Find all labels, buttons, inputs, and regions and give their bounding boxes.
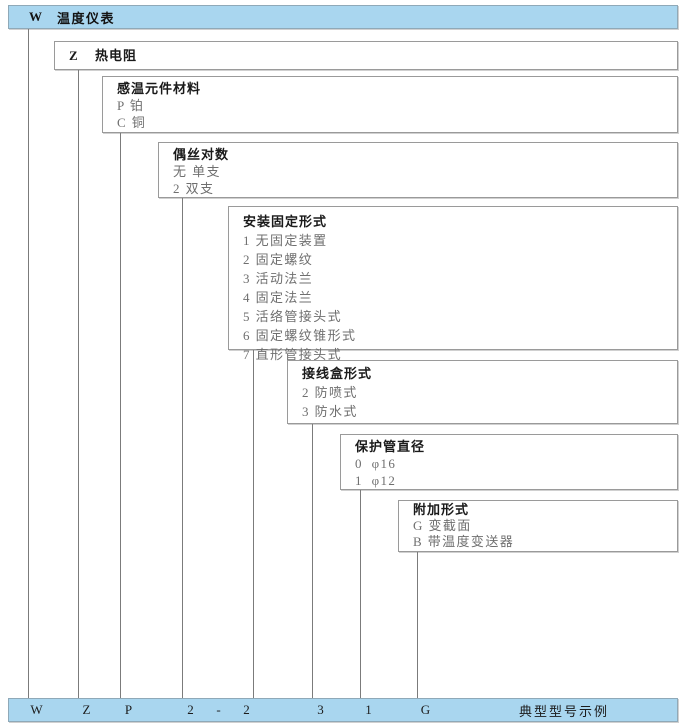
list-item: 3 活动法兰 (243, 269, 677, 288)
box-junction-box-type: 接线盒形式 2 防喷式 3 防水式 (287, 360, 678, 424)
list-item: 2 防喷式 (302, 383, 677, 402)
connector-line-pairs (182, 198, 183, 698)
footer-bar-example-model: W Z P 2 - 2 3 1 G 典型型号示例 (8, 698, 678, 722)
list-item: 4 固定法兰 (243, 288, 677, 307)
item-text: 活络管接头式 (255, 309, 342, 324)
box-junction-box-type-title: 接线盒形式 (302, 366, 373, 381)
item-code: 1 (243, 233, 251, 248)
box-wire-pairs-title: 偶丝对数 (173, 147, 230, 162)
item-code: C (117, 115, 128, 130)
item-code: P (117, 98, 126, 113)
box-mounting-type: 安装固定形式 1 无固定装置 2 固定螺纹 3 活动法兰 4 固定法兰 5 活络… (228, 206, 678, 362)
list-item: 7 直形管接头式 (243, 345, 677, 364)
connector-line-w (28, 28, 29, 698)
item-code: 3 (243, 271, 251, 286)
footer-cell-mounting: 2 (243, 702, 251, 717)
item-code: 2 (173, 181, 181, 196)
item-text: 带温度变送器 (427, 534, 515, 549)
item-code: 2 (243, 252, 251, 267)
box-protection-tube-diameter: 保护管直径 0 φ16 1 φ12 (340, 434, 678, 490)
header-bar-temperature-instrument: W 温度仪表 (8, 5, 678, 29)
item-code: 0 (355, 456, 363, 471)
footer-note: 典型型号示例 (518, 703, 609, 719)
list-item: G 变截面 (413, 518, 677, 534)
list-item: B 带温度变送器 (413, 534, 677, 550)
item-text: 无固定装置 (255, 233, 328, 248)
item-text: 防喷式 (314, 385, 358, 400)
item-text: 固定法兰 (255, 290, 314, 305)
item-code: 2 (302, 385, 310, 400)
item-code: B (413, 534, 424, 549)
item-text: 双支 (185, 181, 215, 196)
item-text: 铜 (131, 115, 147, 130)
list-item: 3 防水式 (302, 402, 677, 421)
footer-cell-z: Z (82, 702, 92, 717)
item-text: 单支 (192, 164, 221, 179)
item-text: φ12 (371, 473, 397, 488)
item-text: 铂 (129, 98, 145, 113)
item-code: G (413, 518, 424, 533)
list-item: P 铂 (117, 97, 677, 114)
list-item: 6 固定螺纹锥形式 (243, 326, 677, 345)
item-code: 4 (243, 290, 251, 305)
list-item: 5 活络管接头式 (243, 307, 677, 326)
box-thermal-resistance-label: 热电阻 (95, 48, 138, 63)
item-text: 固定螺纹锥形式 (255, 328, 357, 343)
connector-line-tube-diameter (360, 490, 361, 698)
footer-cell-separator: - (216, 702, 222, 717)
item-text: 活动法兰 (255, 271, 314, 286)
footer-cell-junction-box: 3 (317, 702, 325, 717)
header-label: 温度仪表 (57, 10, 116, 26)
connector-line-mounting (253, 350, 254, 698)
footer-cell-tube-diameter: 1 (365, 702, 373, 717)
footer-cell-pairs: 2 (187, 702, 195, 717)
box-additional-type: 附加形式 G 变截面 B 带温度变送器 (398, 500, 678, 552)
list-item: 2 固定螺纹 (243, 250, 677, 269)
connector-line-p (120, 133, 121, 698)
list-item: C 铜 (117, 114, 677, 131)
item-code: 7 (243, 347, 251, 362)
item-text: φ16 (371, 456, 397, 471)
connector-line-z (78, 70, 79, 698)
box-wire-pairs: 偶丝对数 无 单支 2 双支 (158, 142, 678, 198)
footer-cell-additional: G (420, 702, 432, 717)
item-code: 3 (302, 404, 310, 419)
list-item: 2 双支 (173, 180, 677, 197)
box-thermal-resistance: Z 热电阻 (54, 41, 678, 70)
item-code: 6 (243, 328, 251, 343)
item-code: 1 (355, 473, 363, 488)
list-item: 1 无固定装置 (243, 231, 677, 250)
box-sensing-element-material: 感温元件材料 P 铂 C 铜 (102, 76, 678, 133)
header-code: W (29, 9, 44, 24)
item-text: 固定螺纹 (255, 252, 314, 267)
box-mounting-type-title: 安装固定形式 (243, 214, 328, 229)
item-text: 直形管接头式 (255, 347, 342, 362)
footer-cell-w: W (30, 702, 44, 717)
list-item: 1 φ12 (355, 472, 677, 489)
connector-line-junction-box (312, 424, 313, 698)
footer-cell-p: P (124, 702, 134, 717)
box-thermal-resistance-code: Z (69, 48, 79, 63)
list-item: 无 单支 (173, 163, 677, 180)
item-code: 无 (173, 164, 188, 179)
connector-line-additional (417, 552, 418, 698)
list-item: 0 φ16 (355, 455, 677, 472)
item-text: 变截面 (428, 518, 472, 533)
box-sensing-element-material-title: 感温元件材料 (117, 81, 202, 96)
box-additional-type-title: 附加形式 (413, 502, 470, 517)
item-text: 防水式 (314, 404, 358, 419)
item-code: 5 (243, 309, 251, 324)
box-protection-tube-diameter-title: 保护管直径 (355, 439, 426, 454)
